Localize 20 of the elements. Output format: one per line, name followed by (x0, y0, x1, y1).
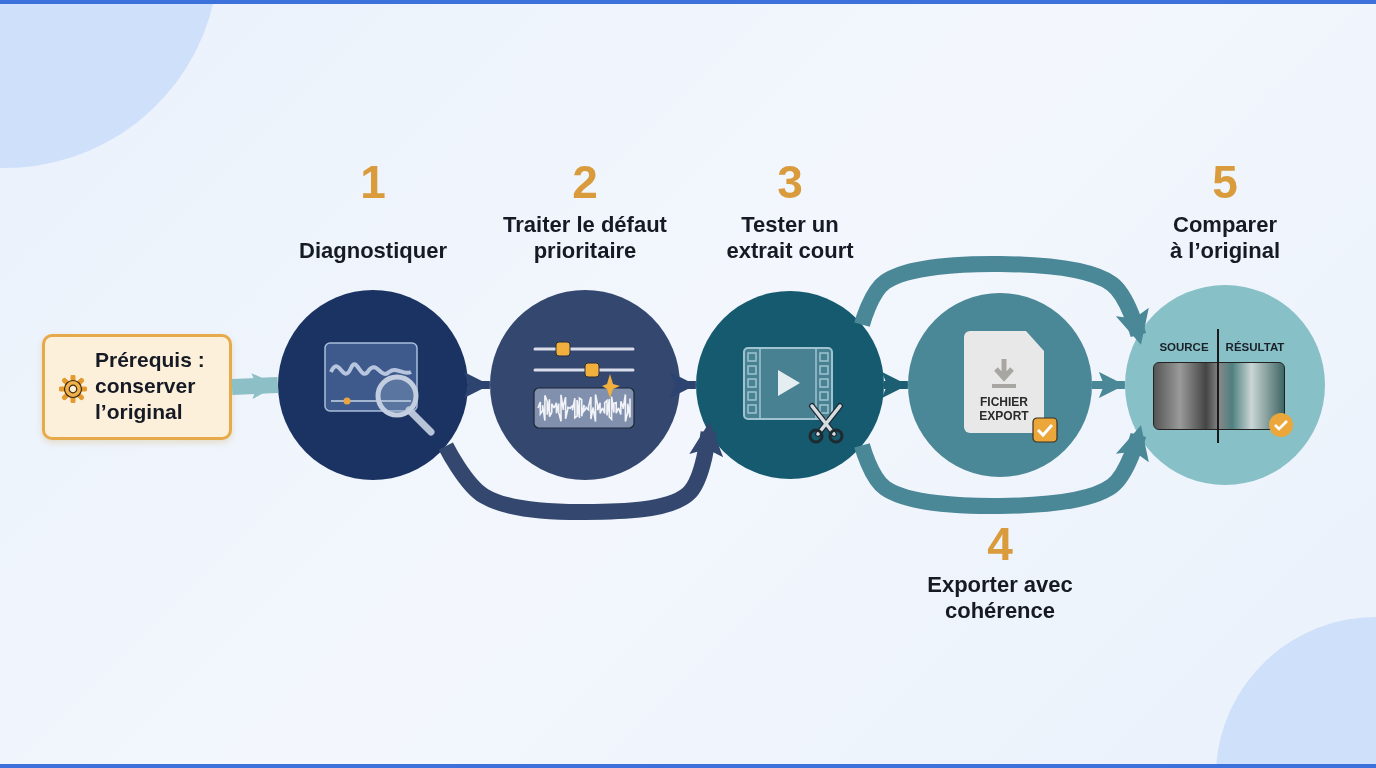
step-title: Exporter avec cohérence (926, 572, 1074, 624)
step-number: 3 (776, 157, 804, 207)
step-title: Traiter le défaut prioritaire (502, 212, 668, 264)
step-number: 1 (359, 157, 387, 207)
step-number: 4 (986, 519, 1014, 569)
file-label: FICHIER EXPORT (978, 395, 1030, 423)
step-number: 2 (571, 157, 599, 207)
comparison-label: SOURCE (1158, 341, 1210, 353)
prerequisite-text: Prérequis : conserver l’original (95, 347, 206, 425)
step-number: 5 (1211, 157, 1239, 207)
flow-arrow (231, 373, 279, 400)
step-title: Diagnostiquer (299, 238, 447, 264)
flow-arrow (881, 372, 908, 398)
prerequisite-box (42, 334, 232, 440)
comparison-label: RÉSULTAT (1224, 341, 1286, 353)
flow-arrow (669, 372, 696, 398)
step-title: Tester un extrait court (725, 212, 855, 264)
flow-arrow (463, 372, 490, 398)
flow-arrow (1092, 372, 1125, 398)
step-title: Comparer à l’original (1169, 212, 1281, 264)
